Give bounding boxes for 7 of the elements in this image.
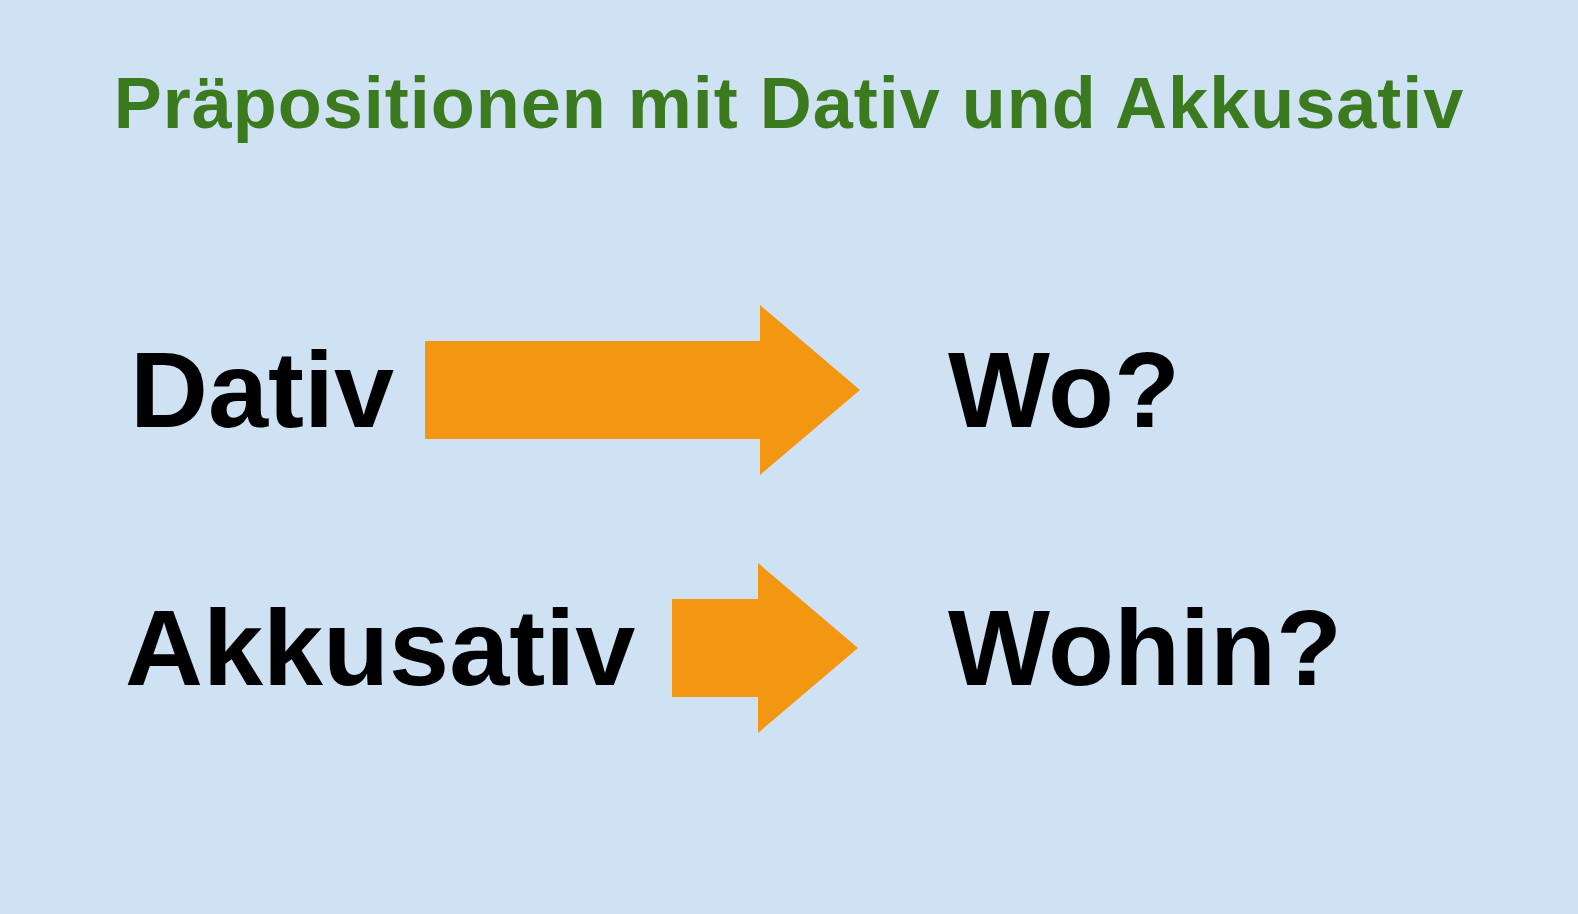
block-arrow [425, 305, 860, 475]
word-label: Wohin? [858, 588, 1418, 708]
block-arrow [672, 563, 858, 733]
word-label: Akkusativ [125, 588, 672, 708]
title: Präpositionen mit Dativ und Akkusativ [112, 62, 1466, 144]
word-label: Dativ [125, 330, 425, 450]
word-label: Wo? [860, 330, 1360, 450]
